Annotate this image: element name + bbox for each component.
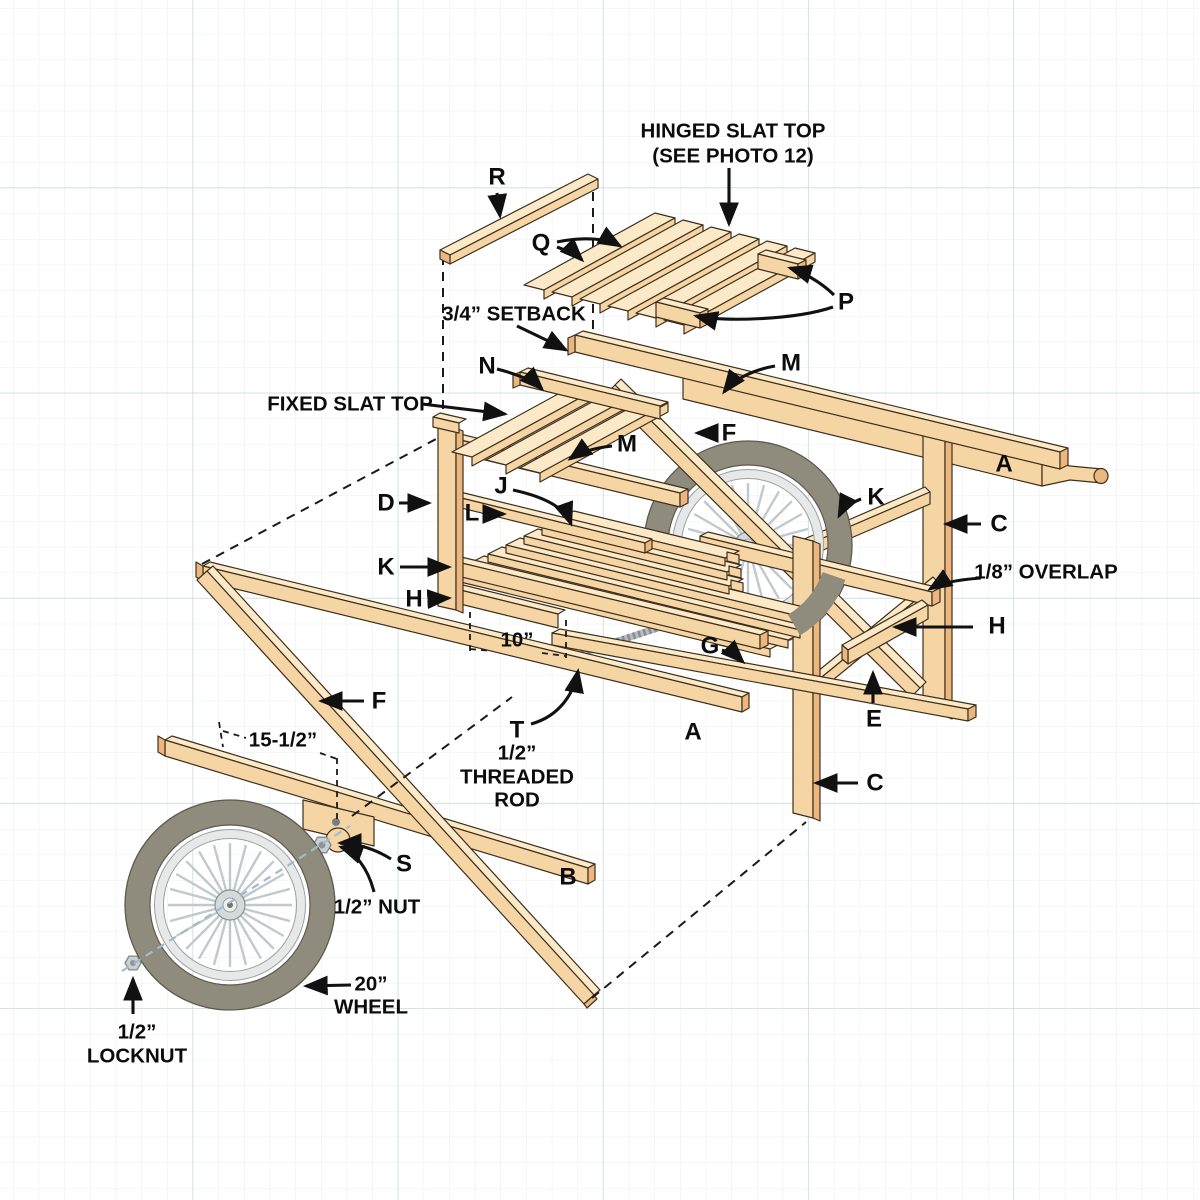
label-r: R	[488, 164, 505, 191]
arrow-k-far	[837, 492, 862, 519]
arrow-q-2	[556, 237, 585, 263]
arrow-half-nut	[338, 844, 376, 893]
label-k-near: K	[377, 554, 395, 581]
label-half-nut: 1/2” NUT	[334, 896, 421, 919]
align-line-axle	[351, 696, 513, 817]
callout-labels: HINGED SLAT TOP (SEE PHOTO 12) R Q P 3/4…	[87, 120, 1118, 1068]
label-locknut-2: LOCKNUT	[87, 1045, 188, 1068]
label-d: D	[377, 490, 394, 517]
leg-c-far	[922, 425, 953, 720]
label-wheel-1: 20”	[354, 973, 387, 996]
label-g: G	[701, 633, 720, 660]
align-line-lower-rail	[201, 437, 439, 565]
callout-arrows	[123, 168, 982, 1014]
label-fixed-top: FIXED SLAT TOP	[267, 393, 433, 416]
arrow-m-near	[567, 438, 613, 461]
fixed-slat	[519, 397, 669, 483]
arrow-n	[496, 366, 545, 392]
label-h-far: H	[988, 613, 1005, 640]
label-f-far: F	[722, 420, 737, 447]
board-r	[439, 173, 599, 265]
label-q: Q	[532, 230, 551, 257]
label-c-far: C	[990, 511, 1007, 538]
brace-f-near	[196, 565, 601, 1009]
wheel-20in	[124, 799, 336, 1011]
label-m-near: M	[617, 431, 637, 458]
label-hinged-top-1: HINGED SLAT TOP	[641, 120, 826, 143]
dim-15-5-label: 15-1/2”	[249, 729, 317, 752]
axle-hole	[332, 818, 340, 826]
slat-tab	[730, 579, 744, 593]
tire-lower-arc	[787, 571, 846, 636]
label-j: J	[494, 473, 507, 500]
label-a-near: A	[684, 719, 701, 746]
dimension-10in: 10”	[469, 612, 567, 658]
label-overlap: 1/8” OVERLAP	[974, 561, 1118, 584]
arrow-m-far	[722, 364, 776, 395]
label-hinged-top-2: (SEE PHOTO 12)	[652, 145, 813, 168]
dimension-15-5in: 15-1/2”	[218, 721, 338, 824]
label-t: T	[510, 717, 525, 744]
arrow-overlap	[927, 569, 982, 591]
fixed-slat	[485, 389, 635, 475]
cleat-p-bottom	[655, 297, 709, 329]
arrow-j	[512, 488, 574, 527]
handle-grip-end	[1093, 467, 1109, 485]
label-n: N	[478, 353, 495, 380]
lower-rail	[195, 561, 750, 713]
ledger-n	[512, 367, 669, 420]
label-b: B	[559, 864, 576, 891]
label-locknut-1: 1/2”	[118, 1021, 157, 1044]
label-c-near: C	[866, 770, 883, 797]
arrow-setback	[516, 324, 569, 352]
leg-d	[432, 412, 467, 614]
label-l: L	[465, 500, 480, 527]
slat-tab	[728, 565, 742, 579]
arrow-p-1	[787, 264, 836, 297]
align-line-brace	[591, 821, 807, 999]
arrow-h-near	[426, 589, 453, 610]
label-a-far: A	[995, 451, 1012, 478]
label-e: E	[866, 706, 882, 733]
label-threaded-2: THREADED	[460, 766, 574, 789]
label-f-near: F	[372, 688, 387, 715]
axle-guide-line	[121, 825, 351, 972]
locknut	[124, 955, 142, 971]
label-wheel-2: WHEEL	[334, 996, 408, 1019]
alignment-dashed-lines	[201, 192, 594, 565]
rail-m-far	[567, 330, 1069, 470]
label-m-far: M	[781, 350, 801, 377]
arrow-fixed-top	[421, 401, 509, 422]
rim	[154, 829, 306, 981]
label-s: S	[396, 851, 412, 878]
label-threaded-1: 1/2”	[498, 742, 537, 765]
label-k-far: K	[867, 484, 885, 511]
arrow-wheel-20	[302, 975, 352, 996]
arrow-r	[487, 192, 508, 220]
label-h-near: H	[405, 586, 422, 613]
tire	[125, 800, 335, 1010]
fixed-slat-top	[451, 367, 669, 483]
label-setback: 3/4” SETBACK	[442, 303, 586, 326]
arrow-p-2	[692, 305, 834, 331]
arrow-g	[720, 639, 746, 665]
dim-10-label: 10”	[500, 629, 533, 652]
label-threaded-3: ROD	[494, 789, 540, 812]
label-p: P	[838, 289, 854, 316]
arrow-t	[530, 667, 584, 726]
rail-k-near	[444, 554, 769, 650]
slat-tab	[726, 551, 740, 565]
